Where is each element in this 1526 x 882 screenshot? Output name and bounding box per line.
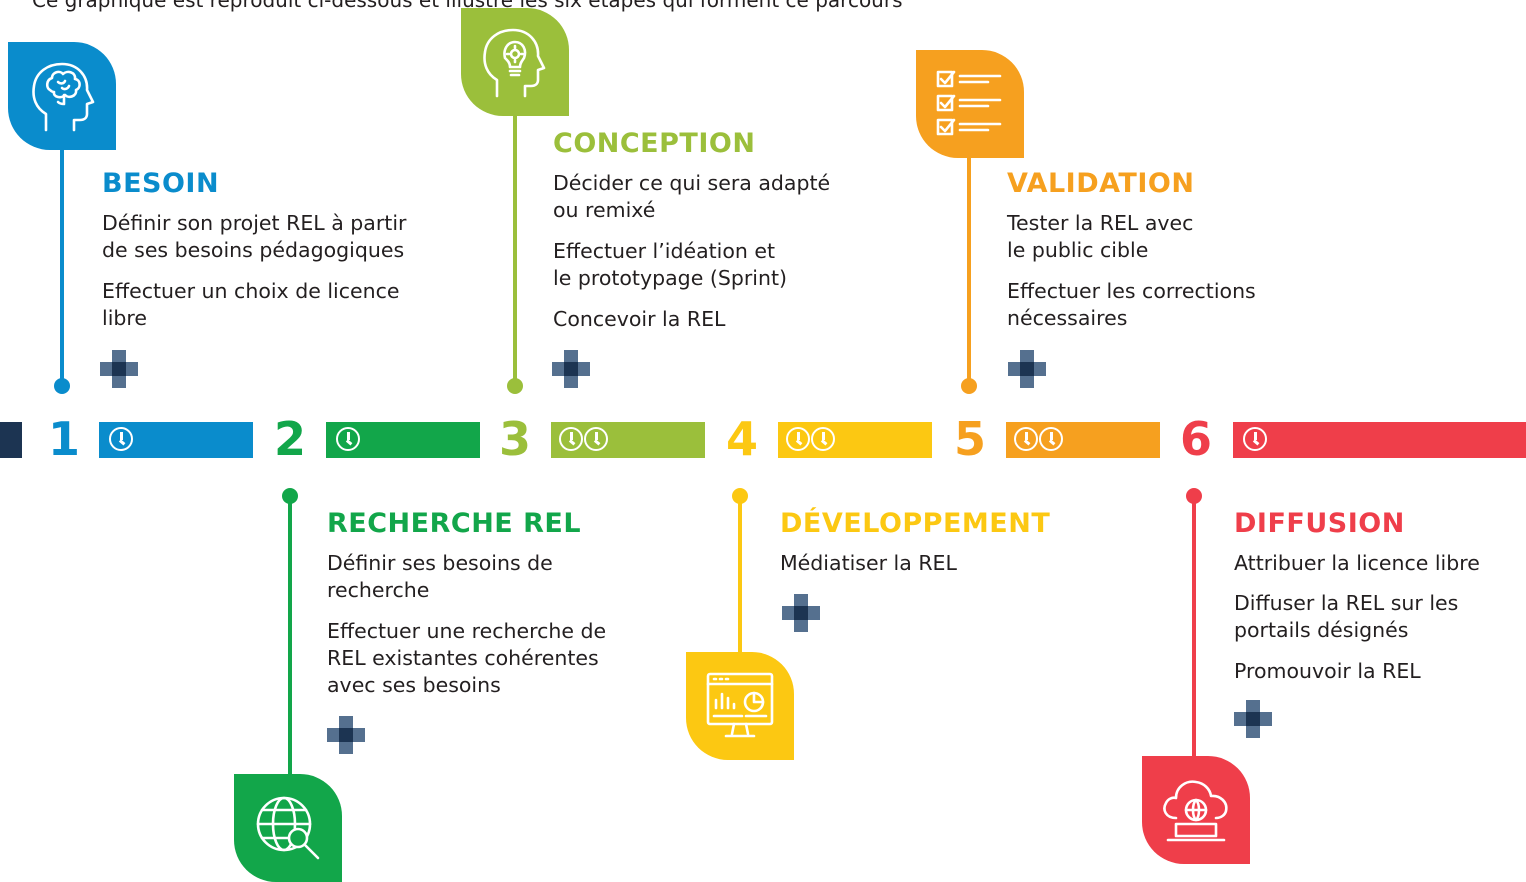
step-3-number: 3 [499, 412, 532, 466]
step-6-duration-bar [1233, 422, 1526, 458]
step-1-item-1: Définir son projet REL à partir de ses b… [102, 211, 407, 262]
step-6-title: DIFFUSION [1234, 508, 1405, 539]
clock-icon [584, 427, 608, 451]
step-5-item-1: Tester la REL avec le public cible [1007, 211, 1194, 262]
step-5-title: VALIDATION [1007, 168, 1195, 199]
step-5-connector-dot [961, 378, 977, 394]
step-3-plus-icon [552, 350, 590, 388]
step-4-title: DÉVELOPPEMENT [780, 508, 1051, 539]
monitor-dashboard-icon [706, 672, 774, 738]
clock-icon [1014, 427, 1038, 451]
globe-search-icon [256, 796, 320, 860]
step-2-icon-tile [234, 774, 342, 882]
step-3-item-3: Concevoir la REL [553, 307, 726, 331]
step-2-number: 2 [274, 412, 307, 466]
step-1-title: BESOIN [102, 168, 220, 199]
cloud-laptop-icon [1163, 780, 1228, 842]
step-3-icon-tile [461, 8, 569, 116]
step-4-duration-bar [778, 422, 932, 458]
step-3-connector-dot [507, 378, 523, 394]
step-6-item-2: Diffuser la REL sur les portails désigné… [1234, 591, 1459, 642]
step-3-connector [513, 110, 517, 382]
step-5-plus-icon [1008, 350, 1046, 388]
step-2-item-2: Effectuer une recherche de REL existante… [327, 619, 607, 697]
clock-icon [811, 427, 835, 451]
clock-icon [109, 427, 133, 451]
clock-icon [1039, 427, 1063, 451]
step-5-icon-tile [916, 50, 1024, 158]
step-5-item-2: Effectuer les corrections nécessaires [1007, 279, 1256, 330]
step-2-plus-icon [327, 716, 365, 754]
step-6-connector [1192, 496, 1196, 764]
step-2-item-1: Définir ses besoins de recherche [327, 551, 553, 602]
clock-icon [559, 427, 583, 451]
checklist-icon [936, 70, 1002, 136]
clock-icon [1243, 427, 1267, 451]
clock-icon [786, 427, 810, 451]
step-4-item-1: Médiatiser la REL [780, 551, 957, 575]
step-1-connector-dot [54, 378, 70, 394]
step-1-number: 1 [48, 412, 81, 466]
step-2-connector [288, 496, 292, 786]
step-4-plus-icon [782, 594, 820, 632]
step-5-number: 5 [954, 412, 987, 466]
idea-head-icon [483, 28, 546, 98]
step-1-icon-tile [8, 42, 116, 150]
timeline-lead-block [0, 422, 22, 458]
step-2-title: RECHERCHE REL [327, 508, 582, 539]
step-1-plus-icon [100, 350, 138, 388]
step-1-duration-bar [99, 422, 253, 458]
step-4-connector [738, 496, 742, 660]
step-3-title: CONCEPTION [553, 128, 756, 159]
step-6-number: 6 [1180, 412, 1213, 466]
step-3-duration-bar [551, 422, 705, 458]
step-4-number: 4 [726, 412, 759, 466]
step-5-connector [967, 150, 971, 382]
clock-icon [336, 427, 360, 451]
step-6-item-3: Promouvoir la REL [1234, 659, 1421, 683]
step-6-icon-tile [1142, 756, 1250, 864]
intro-text: Ce graphique est reproduit ci-dessous et… [32, 0, 903, 12]
step-6-plus-icon [1234, 700, 1272, 738]
step-3-item-1: Décider ce qui sera adapté ou remixé [553, 171, 831, 222]
step-4-icon-tile [686, 652, 794, 760]
step-2-duration-bar [326, 422, 480, 458]
step-3-item-2: Effectuer l’idéation et le prototypage (… [553, 239, 787, 290]
brain-head-icon [32, 62, 95, 132]
step-6-item-1: Attribuer la licence libre [1234, 551, 1480, 575]
step-1-item-2: Effectuer un choix de licence libre [102, 279, 400, 330]
step-5-duration-bar [1006, 422, 1160, 458]
step-1-connector [60, 150, 64, 382]
